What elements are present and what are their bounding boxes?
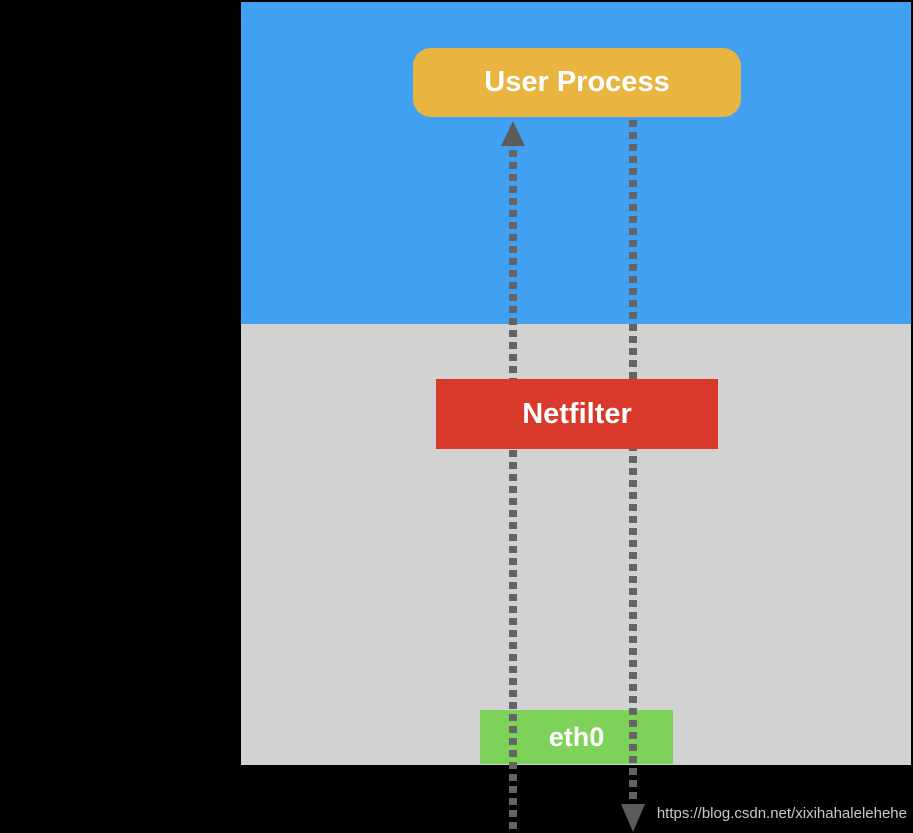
node-netfilter: Netfilter: [436, 379, 718, 449]
node-eth0-label: eth0: [548, 721, 605, 752]
up-arrowhead-icon: [501, 121, 525, 146]
node-netfilter-label: Netfilter: [522, 397, 632, 430]
down-arrowhead-icon: [621, 804, 645, 832]
inbound-packet-flow-line: [509, 150, 517, 833]
watermark-url: https://blog.csdn.net/xixihahalelehehe: [656, 805, 907, 822]
outbound-packet-flow-line: [629, 120, 637, 802]
node-user-process-label: User Process: [484, 66, 670, 98]
node-user-process: User Process: [413, 48, 741, 117]
